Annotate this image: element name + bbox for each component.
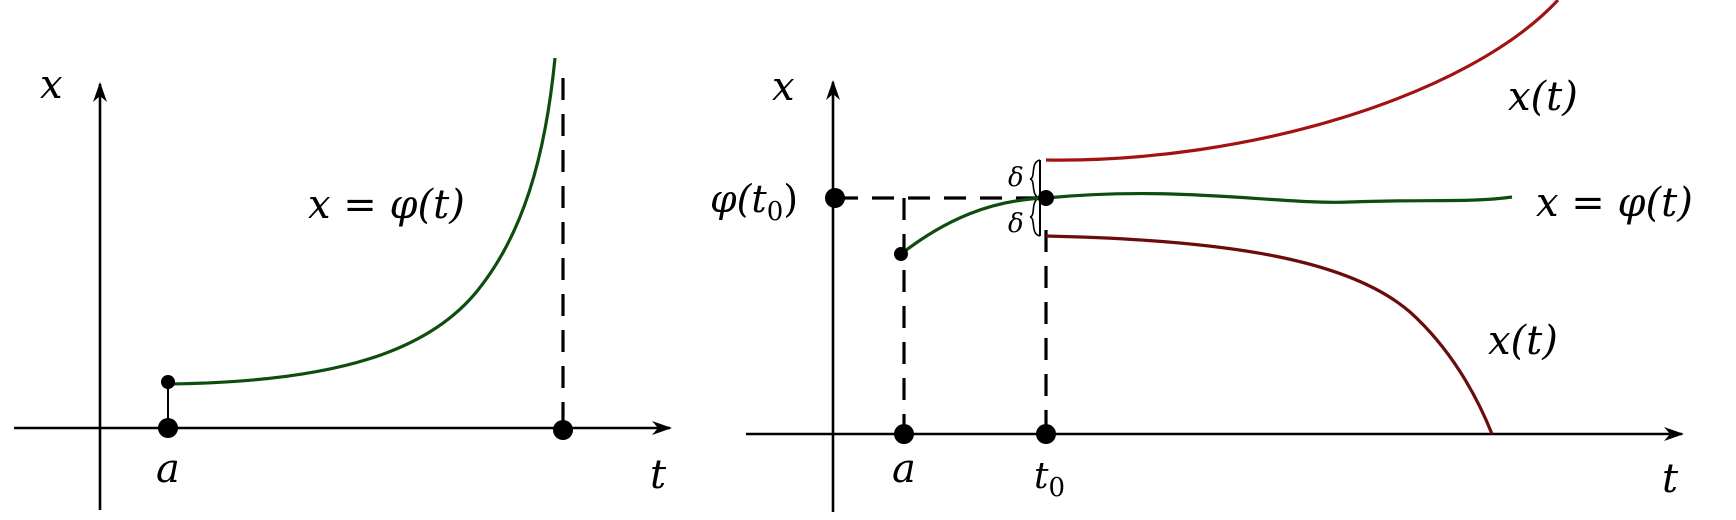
right-solution-curve [900, 192, 1513, 256]
left-start-point [161, 375, 175, 389]
right-phi-t0-close: ) [783, 177, 798, 221]
left-solution-curve [167, 57, 557, 386]
right-phi-t0-text: φ(t [710, 177, 767, 221]
right-t0-label: t0 [1034, 456, 1065, 503]
left-curve-label: x = φ(t) [308, 182, 465, 228]
right-diagram: x t a t0 φ(t0) δ δ x(t) x = φ(t) x(t) [710, 0, 1693, 512]
right-delta-upper-brace [1029, 159, 1041, 199]
left-y-axis-label: x [40, 62, 63, 108]
right-lower-curve-label: x(t) [1488, 318, 1558, 364]
left-blowup-point [553, 420, 573, 440]
right-a-label: a [892, 446, 916, 492]
left-x-axis-label: t [650, 452, 667, 498]
right-phi-t0-label: φ(t0) [710, 177, 798, 227]
left-diagram: x t a x = φ(t) [14, 57, 672, 510]
right-delta-upper-label: δ [1008, 163, 1024, 193]
right-phi-t0-axis-point [825, 188, 845, 208]
right-phi-t0-subscript: 0 [767, 197, 784, 227]
right-point-t0 [1036, 424, 1056, 444]
right-t0-text: t [1034, 456, 1049, 497]
right-x-axis-label: t [1662, 456, 1679, 502]
right-upper-curve-label: x(t) [1508, 74, 1578, 120]
right-t0-curve-point [1038, 190, 1054, 206]
right-start-point [894, 247, 908, 261]
right-solution-curve-label: x = φ(t) [1536, 180, 1693, 226]
left-a-label: a [156, 446, 180, 492]
right-a-text: a [892, 446, 916, 492]
right-y-axis-label: x [772, 64, 795, 110]
left-point-a [158, 418, 178, 438]
right-lower-curve [1045, 234, 1494, 435]
right-delta-lower-brace [1029, 197, 1041, 237]
right-upper-curve [1045, 0, 1560, 162]
right-point-a [894, 424, 914, 444]
right-delta-lower-label: δ [1008, 209, 1024, 239]
right-t0-subscript: 0 [1048, 473, 1065, 503]
